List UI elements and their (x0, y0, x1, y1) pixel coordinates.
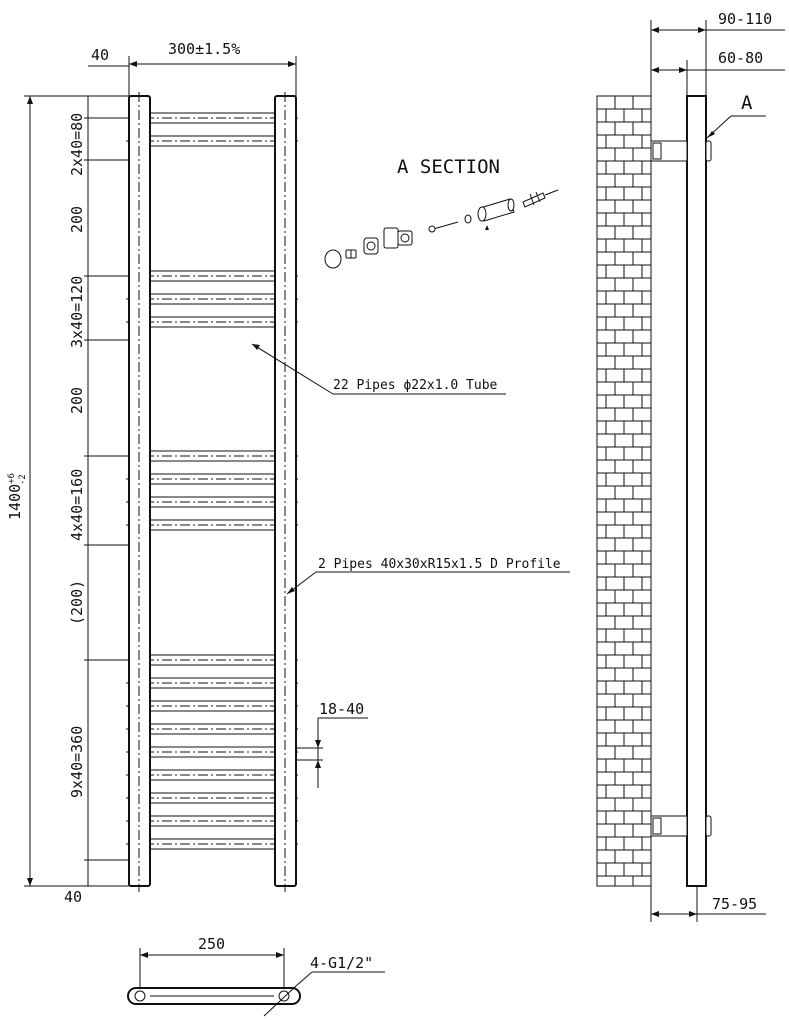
wall-plug-part (522, 189, 559, 208)
screw-part (428, 221, 459, 233)
bracket-body-part (383, 227, 413, 249)
group1-label: 2x40=80 (68, 113, 86, 176)
bottom-offset-label: 40 (64, 888, 82, 906)
side-view: A 90-110 60-80 75-95 (596, 10, 785, 922)
upper-bracket (650, 140, 712, 162)
right-connection-port (278, 990, 290, 1002)
cover-cap-part (324, 249, 342, 269)
side-rail (686, 95, 707, 887)
gap2-label: 200 (68, 387, 86, 414)
group2-label: 3x40=120 (68, 276, 86, 348)
lower-bracket (650, 815, 712, 837)
wall-depth-outer-label: 90-110 (718, 10, 772, 28)
gap3-label: (200) (68, 580, 86, 625)
ring-part (363, 237, 379, 255)
bottom-depth-label: 75-95 (712, 895, 757, 913)
front-view (126, 92, 299, 892)
nut-part (345, 249, 357, 259)
pipe-gap-dimension: 18-40 (296, 700, 368, 788)
total-height-label: 1400+6-2 (6, 473, 28, 520)
connection-spacing-label: 250 (198, 935, 225, 953)
horizontal-pipes-label: 22 Pipes ϕ22x1.0 Tube (333, 378, 498, 393)
group4-label: 9x40=360 (68, 726, 86, 798)
vertical-pipes-label: 2 Pipes 40x30xR15x1.5 D Profile (318, 557, 561, 572)
connection-thread-label: 4-G1/2" (310, 954, 373, 972)
wall-depth-inner-label: 60-80 (718, 49, 763, 67)
pipe-gap-label: 18-40 (319, 700, 364, 718)
sleeve-part (477, 198, 515, 230)
washer-part (464, 214, 472, 224)
callout-horizontal-pipes: 22 Pipes ϕ22x1.0 Tube (251, 343, 506, 395)
bottom-view: 250 4-G1/2" (127, 935, 385, 1017)
section-title: A SECTION (397, 156, 500, 178)
left-connection-port (134, 990, 146, 1002)
section-marker: A (741, 92, 753, 114)
group3-label: 4x40=160 (68, 469, 86, 541)
gap1-label: 200 (68, 206, 86, 233)
callout-vertical-pipes: 2 Pipes 40x30xR15x1.5 D Profile (286, 557, 570, 595)
a-section: A SECTION (324, 156, 559, 269)
width-label: 300±1.5% (168, 40, 240, 58)
top-dimensions: 40 300±1.5% (88, 40, 297, 96)
left-dimension-chain: 1400+6-2 2x40=80 200 3x40=120 200 4x40=1… (6, 95, 129, 906)
top-offset-label: 40 (91, 46, 109, 64)
horizontal-bars (126, 112, 299, 850)
brick-wall (597, 95, 651, 886)
